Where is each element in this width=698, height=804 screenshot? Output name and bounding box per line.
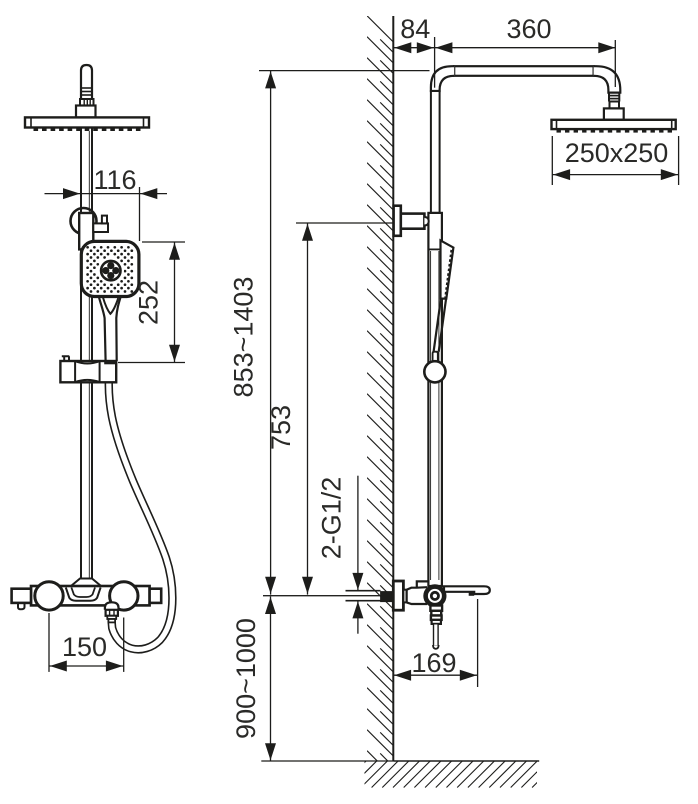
- svg-text:250x250: 250x250: [565, 138, 669, 168]
- svg-text:116: 116: [93, 165, 136, 195]
- svg-text:853~1403: 853~1403: [229, 277, 259, 398]
- svg-text:150: 150: [62, 632, 107, 662]
- svg-text:753: 753: [266, 405, 296, 450]
- svg-text:252: 252: [134, 280, 164, 325]
- svg-text:2-G1/2: 2-G1/2: [317, 477, 347, 560]
- svg-text:84: 84: [400, 14, 430, 44]
- svg-text:169: 169: [411, 648, 456, 678]
- svg-text:360: 360: [506, 14, 551, 44]
- svg-text:900~1000: 900~1000: [231, 618, 261, 739]
